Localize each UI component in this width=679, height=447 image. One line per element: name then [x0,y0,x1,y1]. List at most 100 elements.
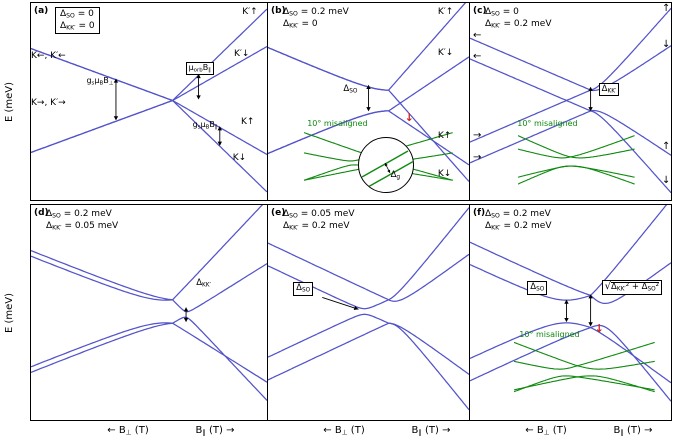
arrowhead [588,294,593,299]
state-label-K-up: K↑ [241,117,255,128]
panel-letter-c: (c) [473,6,487,16]
arrowhead [196,73,201,79]
energy-level-curve [388,110,469,166]
energy-level-curve [31,99,173,153]
state-label-Kprime-up: K′↑ [242,6,258,17]
arrowhead [217,141,222,146]
slope-label-spin-par: gsμBB∥ [192,120,218,131]
energy-level-curve [388,103,469,182]
energy-level-curve [172,8,267,101]
panel-a-plot [31,8,267,193]
energy-level-curve [172,322,267,383]
energy-level-curve [388,3,467,91]
energy-level-curve [388,207,469,301]
energy-level-curve [470,37,591,91]
misaligned-label: 10° misaligned [307,119,368,129]
panel-f: (f) ΔSO = 0.2 meV ΔKK′ = 0.2 meV ΔSO√ΔKK… [469,204,672,421]
delta-kk-value: ΔKK′ = 0.2 meV [485,220,552,232]
x-axis-label-perp-col3: ← B⊥ (T) [525,425,567,437]
arrowhead [588,107,593,112]
energy-level-curve [31,48,173,102]
energy-level-curve [172,100,267,193]
panel-c-parameters: ΔSO = 0 ΔKK′ = 0.2 meV [485,7,551,30]
arrowhead [366,84,371,89]
energy-level-curve [518,165,635,178]
delta-kk-value: ΔKK′ = 0 [60,20,95,32]
arrowhead [183,307,189,312]
x-axis-label-perp-col1: ← B⊥ (T) [107,425,149,437]
spin-arrow-left-3: → [473,130,482,142]
slope-label-orb: μorbB∥ [185,62,214,76]
spin-arrow-right-2: ↓ [661,39,671,51]
panel-letter-d: (d) [34,208,49,218]
energy-level-curve [172,45,267,102]
energy-level-curve [514,375,655,393]
arrowhead [366,107,371,112]
energy-level-curve [268,265,389,310]
magnifier-gap-label: Δg [390,169,401,180]
slope-label-spin-perp: gsμBB⊥ [86,75,114,87]
state-label-perp-upper: K←, K′← [31,51,66,62]
delta-kk-value: ΔKK′ = 0 [283,18,318,30]
arrowhead [217,126,222,131]
arrowhead [183,317,189,323]
delta-so-value: ΔSO = 0.2 meV [46,209,112,220]
y-axis-label-row1: E (meV) [4,81,15,123]
state-label-K-down: K↓ [232,152,247,163]
panel-a-parameters: ΔSO = 0 ΔKK′ = 0 [55,7,100,35]
state-label-K-up: K↑ [437,131,452,142]
spin-arrow-right-3: ↑ [661,140,671,152]
energy-level-curve [470,99,591,143]
red-arrow-icon: ↓ [594,322,604,336]
energy-level-curve [172,205,264,301]
delta-so-value: ΔSO = 0.05 meV [283,209,355,220]
energy-level-curve [268,46,389,91]
gap-label-dso: ΔSO [343,83,358,95]
spin-arrow-left-4: → [473,151,482,163]
spin-arrow-right-1: ↑ [661,3,671,14]
red-arrow-icon: ↓ [404,111,414,125]
state-label-Kprime-down: K′↓ [233,49,250,60]
energy-level-curve [590,7,671,91]
energy-level-curve [268,110,389,155]
panel-d-plot [31,205,267,401]
y-axis-label-row2: E (meV) [4,292,15,334]
gap-label-dso: ΔSO [527,281,548,295]
arrowhead [588,86,593,91]
spin-arrow-right-4: ↓ [661,175,671,187]
energy-level-curve [268,46,389,91]
gap-pointer-arrow [322,297,359,310]
energy-level-curve [31,322,173,373]
energy-level-curve [470,241,591,296]
energy-level-curve [31,255,173,301]
panel-a: (a) ΔSO = 0 ΔKK′ = 0 K′↑K′↓K↑K↓K←, K′←K→… [30,2,268,201]
panel-e-parameters: ΔSO = 0.05 meV ΔKK′ = 0.2 meV [283,209,354,232]
panel-c: (c) ΔSO = 0 ΔKK′ = 0.2 meV ←←→→↑↓↑↓ΔKK′1… [469,2,672,201]
arrowhead [386,169,390,173]
energy-level-curve [388,322,469,375]
gap-label-combined: √ΔKK′² + ΔSO² [601,280,663,295]
energy-level-curve [268,313,389,358]
energy-level-curve [470,110,591,164]
misaligned-label: 10° misaligned [517,119,578,129]
energy-level-curve [268,242,389,301]
panel-letter-a: (a) [34,6,49,16]
state-label-Kprime-up: K′↑ [437,6,454,17]
energy-level-curve [514,361,655,371]
spin-arrow-left-1: ← [473,29,482,41]
energy-level-curve [470,58,591,102]
panel-letter-e: (e) [271,208,286,218]
panel-b: (b) ΔSO = 0.2 meV ΔKK′ = 0 K′↑K′↓K↑K↓ΔSO… [267,2,470,201]
magnifier-plot [361,149,413,188]
x-axis-label-perp-col2: ← B⊥ (T) [323,425,365,437]
spin-arrow-left-2: ← [473,51,482,63]
panel-letter-b: (b) [271,6,286,16]
energy-level-curve [268,322,389,381]
misaligned-label: 10° misaligned [519,329,580,339]
energy-level-curve [590,327,671,384]
arrowhead [113,116,119,121]
arrowhead [353,305,359,311]
delta-kk-value: ΔKK′ = 0.2 meV [485,18,552,30]
x-axis-label-par-col2: B∥ (T) → [411,425,451,437]
